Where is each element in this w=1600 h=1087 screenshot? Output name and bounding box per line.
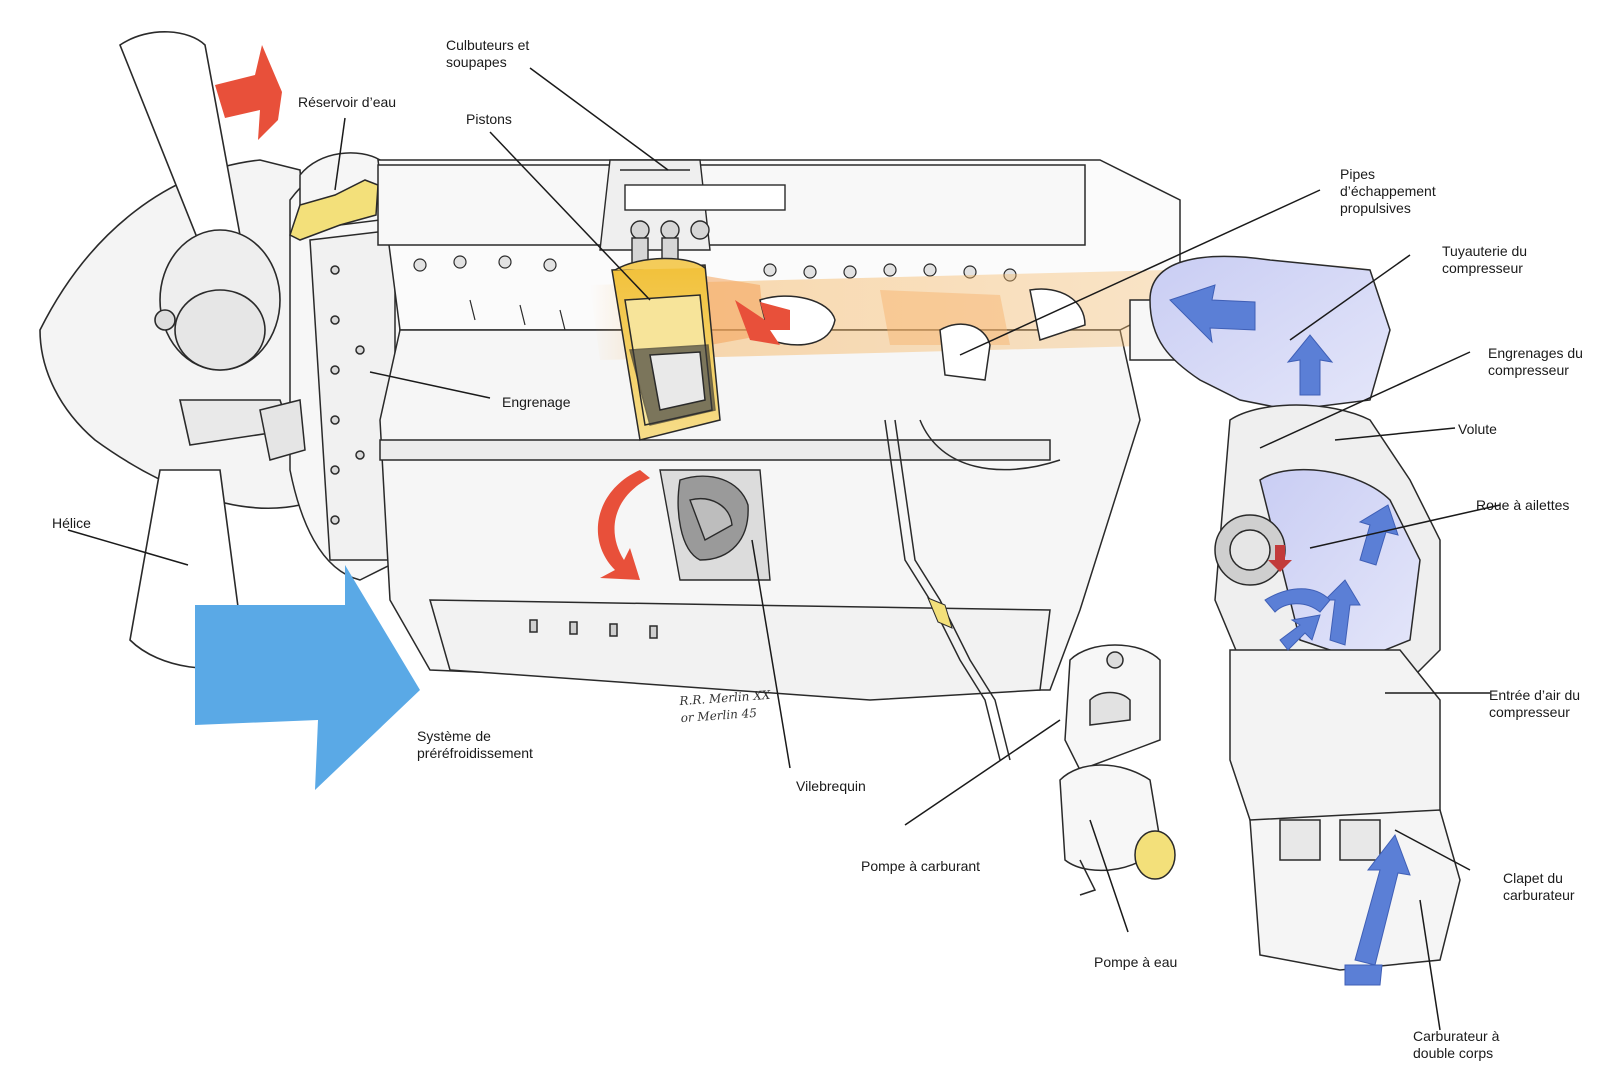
label-tuyauterie: Tuyauterie du compresseur	[1442, 243, 1527, 277]
fuel-pipe-highlight	[927, 597, 953, 629]
label-engrenages-compresseur: Engrenages du compresseur	[1488, 345, 1583, 379]
label-reservoir: Réservoir d’eau	[298, 94, 396, 111]
crankshaft-rotation-arrow	[597, 470, 650, 580]
label-entree-line2: compresseur	[1489, 704, 1570, 720]
label-pipes-line2: d’échappement	[1340, 183, 1436, 199]
label-pompe-eau-line1: Pompe à eau	[1094, 954, 1178, 970]
label-pistons-line1: Pistons	[466, 111, 512, 127]
label-pipes: Pipes d’échappement propulsives	[1340, 166, 1436, 217]
label-culbuteurs: Culbuteurs et soupapes	[446, 37, 529, 71]
hot-air-outlet-arrow	[215, 45, 282, 140]
cooling-air-arrow	[195, 565, 420, 790]
artist-signature: R.R. Merlin XX or Merlin 45	[679, 687, 772, 727]
label-clapet-line1: Clapet du	[1503, 870, 1563, 886]
label-systeme-line1: Système de	[417, 728, 491, 744]
fuel-pipe	[884, 419, 1061, 761]
label-pipes-line3: propulsives	[1340, 200, 1411, 216]
label-helice-line1: Hélice	[52, 515, 91, 531]
piston-cutaway	[611, 257, 721, 441]
label-volute-line1: Volute	[1458, 421, 1497, 437]
label-entree-line1: Entrée d’air du	[1489, 687, 1581, 703]
label-culbuteurs-line2: soupapes	[446, 54, 507, 70]
label-clapet-line2: carburateur	[1503, 887, 1575, 903]
label-entree: Entrée d’air du compresseur	[1489, 687, 1580, 721]
label-systeme: Système de préréfroidissement	[417, 728, 533, 762]
label-reservoir-line1: Réservoir d’eau	[298, 94, 397, 110]
label-vilebrequin: Vilebrequin	[796, 778, 866, 795]
label-engrenage: Engrenage	[502, 394, 571, 411]
label-engrenage-line1: Engrenage	[502, 394, 571, 410]
label-culbuteurs-line1: Culbuteurs et	[446, 37, 530, 53]
label-pipes-line1: Pipes	[1340, 166, 1376, 182]
label-pompe-carburant: Pompe à carburant	[861, 858, 980, 875]
crankshaft-cutaway	[659, 469, 771, 581]
label-pistons: Pistons	[466, 111, 512, 128]
label-pompe-carb-line1: Pompe à carburant	[861, 858, 981, 874]
label-engrenages-comp-line2: compresseur	[1488, 362, 1569, 378]
label-tuyauterie-line1: Tuyauterie du	[1442, 243, 1528, 259]
fuel-pump	[1064, 644, 1161, 771]
propeller	[39, 31, 321, 669]
label-vilebrequin-line1: Vilebrequin	[796, 778, 866, 794]
label-clapet: Clapet du carburateur	[1503, 870, 1575, 904]
impeller-small-arrow	[1268, 545, 1292, 572]
exhaust-flow-arrow	[735, 300, 790, 345]
label-roue-line1: Roue à ailettes	[1476, 497, 1570, 513]
header-tank	[289, 152, 381, 241]
label-systeme-line2: préréfroidissement	[417, 745, 533, 761]
reduction-gear-casing	[259, 155, 401, 581]
label-carburateur-line1: Carburateur à	[1413, 1028, 1500, 1044]
label-engrenages-comp-line1: Engrenages du	[1488, 345, 1583, 361]
label-pompe-eau: Pompe à eau	[1094, 954, 1177, 971]
water-pump	[1059, 764, 1176, 896]
supercharger-airflow-arrows	[1169, 284, 1411, 986]
cylinder-head-studs	[413, 255, 1017, 331]
valve-gear-cutaway	[599, 159, 786, 279]
label-roue: Roue à ailettes	[1476, 497, 1569, 514]
label-carburateur-line2: double corps	[1413, 1045, 1494, 1061]
label-carburateur: Carburateur à double corps	[1413, 1028, 1499, 1062]
label-volute: Volute	[1458, 421, 1497, 438]
label-tuyauterie-line2: compresseur	[1442, 260, 1523, 276]
label-helice: Hélice	[52, 515, 91, 532]
engine-block	[377, 159, 1181, 701]
leader-lines	[67, 67, 1501, 1031]
